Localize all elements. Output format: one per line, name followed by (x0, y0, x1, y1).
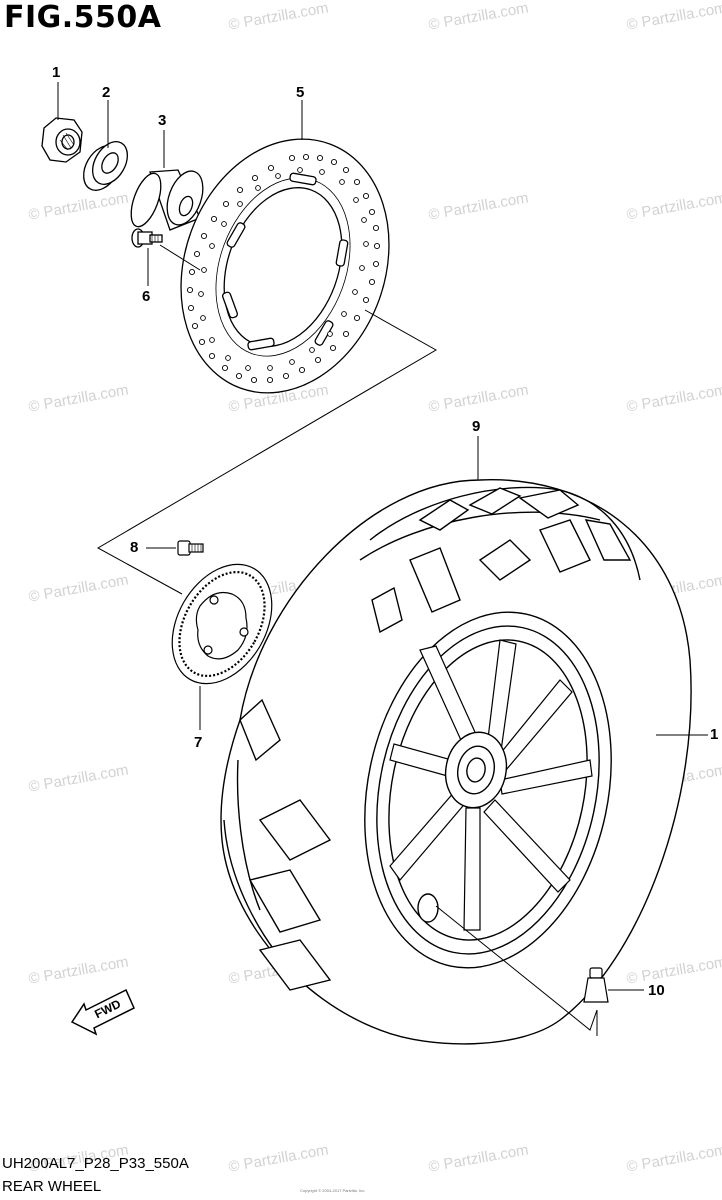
rotor-bolt-part[interactable] (177, 540, 204, 556)
callout-10: 10 (648, 982, 665, 999)
callout-2: 3 (158, 112, 167, 129)
callout-7: 7 (194, 734, 203, 751)
callout-9: 9 (472, 418, 481, 435)
callout-1: 1 (710, 726, 719, 743)
washer-part[interactable] (76, 136, 134, 197)
callout-8: 8 (130, 539, 139, 556)
callout-3: 2 (102, 84, 111, 101)
collar-part[interactable] (125, 166, 209, 231)
valve-part[interactable] (583, 967, 609, 1003)
tire-part[interactable] (220, 479, 692, 1045)
fwd-arrow-icon (70, 988, 135, 1036)
copyright-text: Copyright © 2004-2017 Partzilla, Inc. (300, 1188, 366, 1193)
nut-part[interactable] (41, 117, 83, 163)
leader-line (57, 82, 708, 1036)
callout-5: 5 (296, 84, 305, 101)
disc-bolt-part[interactable] (131, 228, 163, 248)
sensor-rotor-part[interactable] (152, 547, 292, 702)
callout-4: 1 (52, 64, 61, 81)
figure-code: UH200AL7_P28_P33_550A (2, 1155, 189, 1172)
figure-title: FIG.550A (4, 0, 162, 35)
brake-disc-part[interactable] (147, 110, 424, 423)
callout-6: 6 (142, 288, 151, 305)
figure-name: REAR WHEEL (2, 1178, 102, 1195)
assembly-line (96, 244, 438, 595)
